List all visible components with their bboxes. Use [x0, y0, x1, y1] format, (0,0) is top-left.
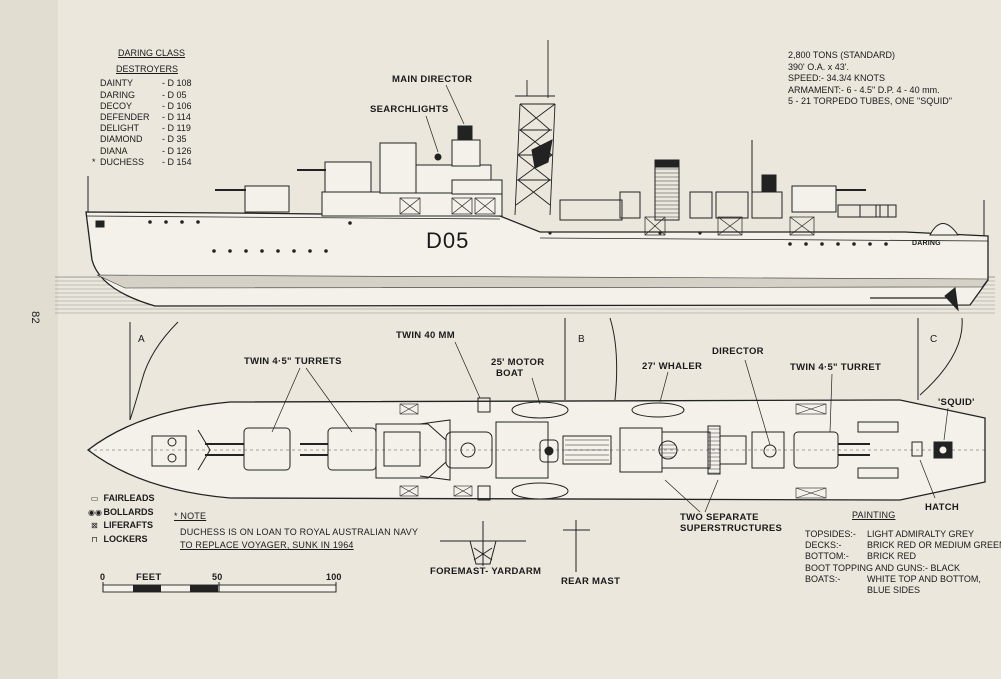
ship-row: DELIGHT - D 119: [92, 123, 192, 134]
painting-row: DECKS:-BRICK RED OR MEDIUM GREEN: [805, 540, 1001, 551]
director-label: DIRECTOR: [712, 346, 764, 357]
scale-tick: 0: [100, 572, 106, 582]
ship-name: DAINTY: [100, 78, 134, 89]
ship-row: * DUCHESS - D 154: [92, 157, 192, 168]
mast-details: [440, 520, 590, 572]
superstructures-label-2: SUPERSTRUCTURES: [680, 523, 783, 534]
liferafts-profile: [399, 197, 815, 236]
painting-block: TOPSIDES:-LIGHT ADMIRALTY GREY DECKS:-BR…: [805, 529, 1001, 596]
ship-row: DIAMOND - D 35: [92, 134, 192, 145]
ship-name: DIAMOND: [100, 134, 143, 145]
ship-pennant: - D 05: [162, 89, 187, 100]
section-c-label: C: [930, 334, 938, 345]
plan-view: [86, 397, 986, 501]
page-number: 82: [28, 311, 41, 324]
class-title: DARING CLASS: [118, 48, 186, 58]
legend-item: ◉◉ BOLLARDS: [88, 506, 155, 520]
scale-tick: 50: [212, 572, 223, 582]
scale-tick: 100: [326, 572, 342, 582]
ship-row: DECOY - D 106: [92, 101, 192, 112]
specs-block: 2,800 TONS (STANDARD) 390' O.A. x 43'. S…: [788, 50, 952, 108]
spec-line: 390' O.A. x 43'.: [788, 61, 849, 72]
section-a-label: A: [138, 334, 145, 345]
legend-item: ⊠ LIFERAFTS: [88, 519, 155, 533]
ship-row: DEFENDER - D 114: [92, 112, 192, 123]
section-b-label: B: [578, 334, 585, 345]
ship-name: DUCHESS: [100, 156, 145, 167]
profile-leaders: [425, 84, 465, 153]
radar-aerial: [531, 139, 553, 169]
ship-name: DARING: [100, 89, 136, 100]
scale-bar: [102, 582, 337, 593]
ship-pennant: - D 126: [162, 145, 192, 156]
foremast-yardarm-label: FOREMAST- YARDARM: [430, 566, 542, 577]
hatch-label: HATCH: [925, 502, 960, 513]
ship-name: DIANA: [100, 145, 128, 156]
ship-row: DARING - D 05: [92, 90, 192, 101]
ship-pennant: - D 35: [162, 134, 187, 145]
ship-row: DIANA - D 126: [92, 146, 192, 157]
searchlights-label: SEARCHLIGHTS: [370, 104, 449, 115]
note-ship-name: VOYAGER: [241, 540, 287, 550]
scale-title: FEET: [136, 572, 162, 583]
painting-row: BOATS:-WHITE TOP AND BOTTOM,: [805, 573, 981, 584]
twin-40mm-label: TWIN 40 MM: [396, 330, 455, 341]
ship-row: DAINTY - D 108: [92, 78, 192, 89]
motor-boat-label-1: 25' MOTOR: [491, 357, 545, 368]
fairlead-icon: ▭: [90, 494, 99, 503]
legend: ▭ FAIRLEADS ◉◉ BOLLARDS ⊠ LIFERAFTS ⊓ LO…: [88, 492, 155, 546]
superstructures-label-1: TWO SEPARATE: [680, 512, 759, 523]
stern-name: DARING: [912, 240, 941, 247]
note-line-2: TO REPLACE VOYAGER, SUNK IN 1964: [180, 540, 354, 550]
ship-name: DECOY: [100, 100, 133, 111]
profile-view: [55, 40, 995, 315]
spec-line: 5 - 21 TORPEDO TUBES, ONE "SQUID": [788, 96, 952, 106]
ship-pennant: - D 154: [162, 156, 192, 167]
twin-turret-aft-label: TWIN 4·5" TURRET: [790, 362, 882, 373]
painting-row: BOOT TOPPING AND GUNS:- BLACK: [805, 562, 961, 573]
page-gutter: [0, 0, 58, 679]
ship-pennant: - D 114: [162, 112, 191, 123]
ship-note-marker: *: [92, 156, 96, 167]
motor-boat-label-2: BOAT: [496, 368, 524, 379]
legend-item: ⊓ LOCKERS: [88, 533, 155, 547]
legend-item: ▭ FAIRLEADS: [88, 492, 155, 506]
whaler-label: 27' WHALER: [642, 361, 703, 372]
spec-line: 2,800 TONS (STANDARD): [788, 50, 896, 60]
spec-line: ARMAMENT:- 6 - 4.5" D.P. 4 - 40 mm.: [788, 84, 940, 95]
ship-name: DEFENDER: [100, 112, 150, 123]
pennant-number: D05: [426, 228, 470, 253]
boot-topping: [96, 274, 989, 289]
rear-mast-label: REAR MAST: [561, 576, 621, 587]
ship-name: DELIGHT: [100, 123, 140, 134]
section-views: [129, 317, 963, 421]
painting-title: PAINTING: [852, 510, 896, 520]
painting-row: TOPSIDES:-LIGHT ADMIRALTY GREY: [805, 529, 975, 539]
note-line-1: DUCHESS IS ON LOAN TO ROYAL AUSTRALIAN N…: [180, 527, 419, 537]
main-director-label: MAIN DIRECTOR: [392, 74, 473, 85]
class-subtitle: DESTROYERS: [116, 64, 179, 75]
twin-turrets-fwd-label: TWIN 4·5" TURRETS: [244, 356, 342, 367]
spec-line: SPEED:- 34.3/4 KNOTS: [788, 73, 886, 83]
plan-leaders: [271, 341, 949, 513]
foremast-lattice: [514, 40, 556, 216]
bollard-icon: ◉◉: [88, 507, 102, 517]
painting-row: BLUE SIDES: [867, 585, 921, 596]
painting-row: BOTTOM:-BRICK RED: [805, 551, 917, 562]
ship-pennant: - D 106: [162, 100, 192, 111]
squid-label: 'SQUID': [938, 397, 975, 408]
locker-icon: ⊓: [91, 534, 98, 544]
note-title: * NOTE: [174, 511, 207, 521]
portholes: [148, 220, 888, 253]
liferaft-icon: ⊠: [91, 521, 98, 530]
ship-pennant: - D 108: [162, 78, 192, 89]
hull-profile: [85, 211, 989, 307]
ship-pennant: - D 119: [162, 123, 191, 134]
